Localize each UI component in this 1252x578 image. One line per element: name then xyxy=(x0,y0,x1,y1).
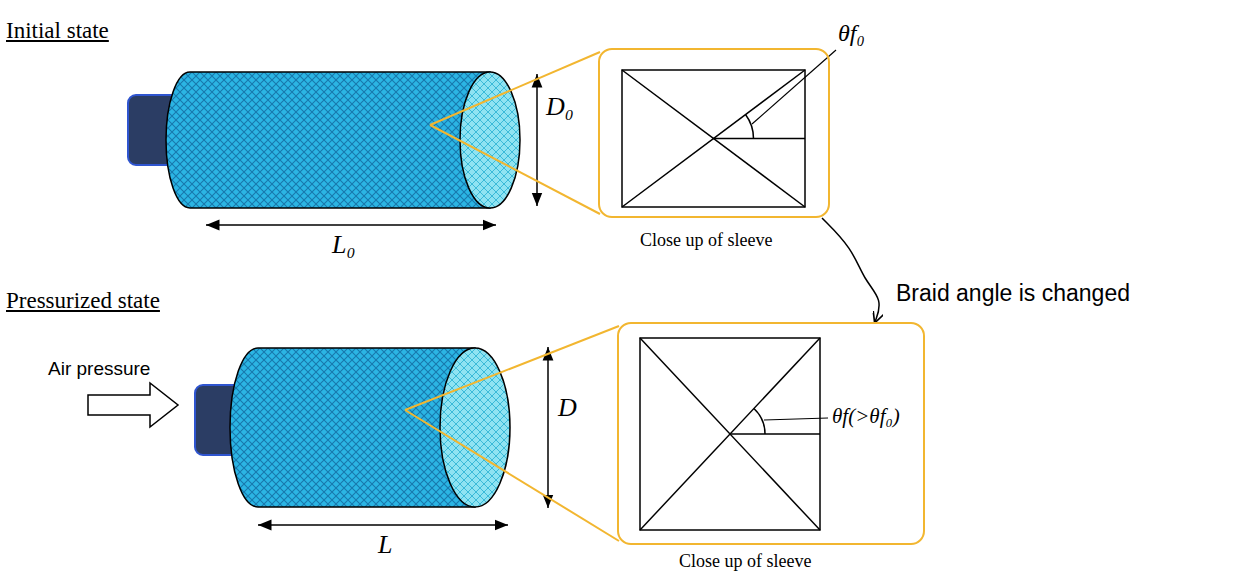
dimension-label: D₀ xyxy=(546,92,574,122)
leader-line xyxy=(430,125,600,214)
dimension-label: L₀ xyxy=(332,230,356,260)
transition-arrow xyxy=(822,218,879,322)
caption: Close up of sleeve xyxy=(640,230,772,251)
sleeve-cylinder xyxy=(128,72,520,208)
caption: Close up of sleeve xyxy=(679,551,811,572)
dimension-arrow xyxy=(547,347,549,508)
state-heading: Pressurized state xyxy=(6,288,160,314)
angle-label: θf(>θf₀) xyxy=(832,404,900,428)
dimension-label: D xyxy=(558,393,577,423)
angle-label: θf₀ xyxy=(838,20,865,48)
edge-label: Braid angle is changed xyxy=(893,280,1133,306)
dimension-label: L xyxy=(378,530,392,560)
closeup-callout: θf(>θf₀)Close up of sleeve xyxy=(617,322,925,545)
braid-closeup xyxy=(622,50,836,207)
leader-line xyxy=(430,52,600,125)
leader-line xyxy=(405,326,619,410)
pressure-arrow xyxy=(88,383,178,427)
dimension-arrow xyxy=(206,224,496,226)
sleeve-cylinder xyxy=(195,348,510,507)
braid-closeup xyxy=(640,338,828,530)
pressure-label: Air pressure xyxy=(48,358,150,380)
leader-line xyxy=(405,410,619,541)
dimension-arrow xyxy=(258,524,508,526)
dimension-arrow xyxy=(536,74,538,206)
state-heading: Initial state xyxy=(6,18,109,44)
closeup-callout: θf₀Close up of sleeve xyxy=(598,48,830,218)
